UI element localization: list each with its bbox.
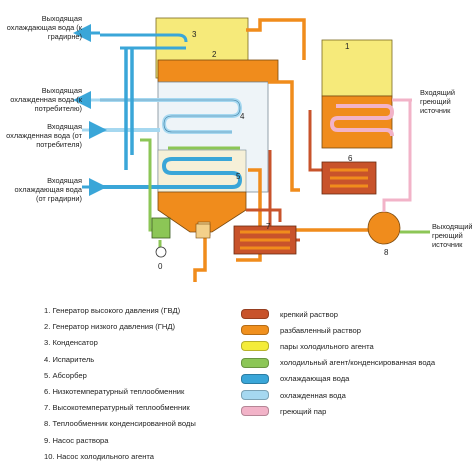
legend-media-label: разбавленный раствор <box>280 325 361 335</box>
legend-media-label: охлажденная вода <box>280 390 346 400</box>
absorber-coil <box>100 157 243 189</box>
label-out-cooling-top: Выходящая охлаждающая вода (к градирне) <box>6 14 82 41</box>
legend-component-item: 6. Низкотемпературный теплообменник <box>44 386 185 396</box>
legend-swatch <box>241 325 269 336</box>
legend-media-label: охлаждающая вода <box>280 374 350 384</box>
legend-component-item: 7. Высокотемпературный теплообменник <box>44 403 190 413</box>
component-number: 4 <box>240 112 245 121</box>
high-pressure-generator <box>321 39 412 149</box>
label-out-heat: Выходящий греющий источник <box>432 222 473 249</box>
component-number: 7 <box>266 222 271 231</box>
legend-component-item: 4. Испаритель <box>44 354 95 364</box>
media-legend: крепкий раствор разбавленный раствор пар… <box>241 306 471 419</box>
cooling-water-pipe <box>124 48 134 170</box>
legend-media-item: охлажденная вода <box>241 387 471 403</box>
legend-media-label: пары холодильного агента <box>280 341 374 351</box>
legend-media-item: пары холодильного агента <box>241 338 471 354</box>
component-number: 6 <box>348 154 353 163</box>
legend-media-label: греющий пар <box>280 406 327 416</box>
components-legend: 1. Генератор высокого давления (ГВД) 2. … <box>44 306 234 468</box>
label-in-heat: Входящий греющий источник <box>420 88 456 115</box>
label-out-chilled: Выходящая охлажденная вода (к потребител… <box>10 86 82 113</box>
legend-media-item: разбавленный раствор <box>241 322 471 338</box>
component-number: 1 <box>345 42 350 51</box>
legend-component-item: 1. Генератор высокого давления (ГВД) <box>44 306 181 315</box>
component-number: 2 <box>212 50 217 59</box>
legend-swatch <box>241 373 269 384</box>
legend-media-label: крепкий раствор <box>280 309 338 319</box>
legend-component-item: 3. Конденсатор <box>44 338 98 348</box>
refrigerant-pump <box>151 217 171 258</box>
legend-component-item: 8. Теплообменник конденсированной воды <box>44 419 196 429</box>
legend-media-item: крепкий раствор <box>241 306 471 322</box>
flow-arrows <box>73 24 430 234</box>
legend-component-item: 9. Насос раствора <box>44 435 109 445</box>
evaporator-coil-outline <box>100 99 241 133</box>
component-number: 5 <box>236 172 241 181</box>
high-temp-heat-exchanger <box>233 225 297 255</box>
component-number: 3 <box>192 30 197 39</box>
legend-component-item: 2. Генератор низкого давления (ГНД) <box>44 322 176 332</box>
legend-swatch <box>241 309 269 320</box>
legend-swatch <box>241 406 269 417</box>
component-number: 0 <box>158 262 163 271</box>
legend-media-label: холодильный агент/конденсированная вода <box>280 358 436 368</box>
legend-swatch <box>241 390 269 401</box>
legend-media-item: охлаждающая вода <box>241 371 471 387</box>
label-in-chilled: Входящая охлажденная вода (от потребител… <box>6 122 82 149</box>
legend-media-item: греющий пар <box>241 403 471 419</box>
low-temp-heat-exchanger <box>321 161 377 195</box>
legend-component-item: 5. Абсорбер <box>44 370 87 380</box>
solution-pump <box>195 223 211 239</box>
legend-component-item: 10. Насос холодильного агента <box>44 451 154 461</box>
legend-media-item: холодильный агент/конденсированная вода <box>241 355 471 371</box>
legend-swatch <box>241 341 269 352</box>
component-number: 8 <box>384 248 389 257</box>
label-in-cooling: Входящая охлаждающая вода (от градирни) <box>14 176 82 203</box>
legend-swatch <box>241 357 269 368</box>
